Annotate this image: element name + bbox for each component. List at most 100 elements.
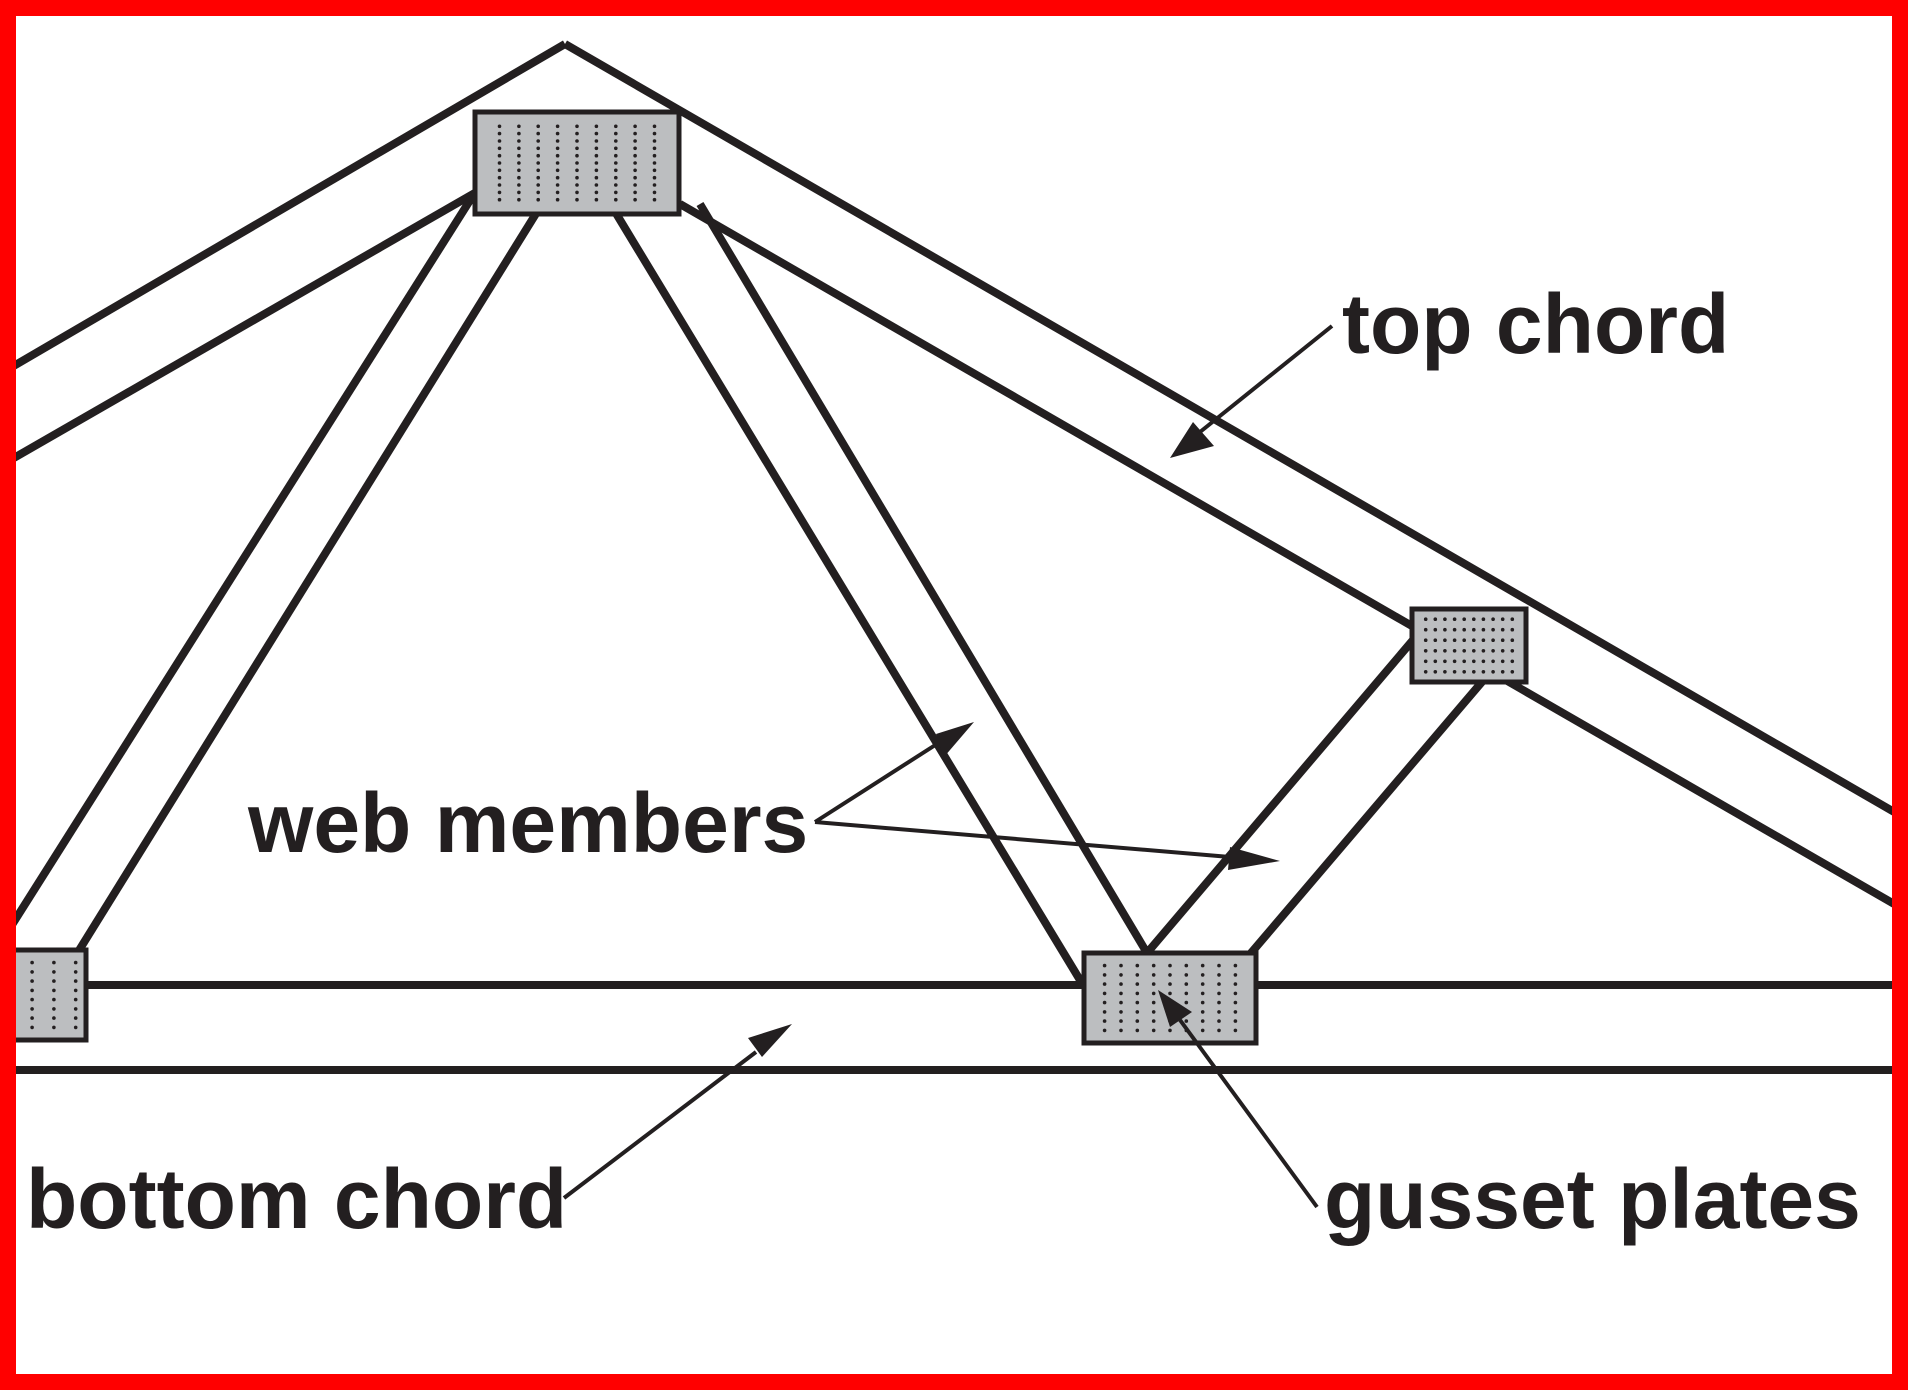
- gusset-pin: [536, 124, 540, 129]
- gusset-pin: [1168, 973, 1172, 977]
- gusset-pin: [1500, 638, 1505, 642]
- gusset-pin: [1462, 627, 1466, 632]
- gusset-plates-leader-line: [1178, 1018, 1319, 1209]
- gusset-pin: [1200, 973, 1205, 977]
- gusset-pin: [536, 190, 540, 195]
- gusset-pin: [1500, 659, 1505, 664]
- gusset-pin: [614, 168, 618, 173]
- gusset-pin: [1217, 1028, 1221, 1033]
- gusset-pin: [555, 153, 560, 158]
- gusset-pin: [575, 124, 579, 129]
- gusset-pin: [594, 153, 599, 158]
- gusset-pin: [1481, 627, 1486, 632]
- gusset-pin: [1233, 1000, 1238, 1005]
- gusset-pin: [1423, 670, 1428, 674]
- gusset-pin: [575, 153, 579, 158]
- gusset-pin: [633, 146, 637, 151]
- gusset-pin: [1151, 973, 1156, 977]
- gusset-pin: [517, 139, 521, 143]
- gusset-pin: [1510, 659, 1515, 664]
- gusset-pin: [633, 183, 637, 187]
- gusset-pin: [1200, 982, 1205, 986]
- gusset-pin: [1102, 982, 1107, 986]
- gusset-pin: [1472, 659, 1476, 664]
- gusset-pin: [633, 124, 637, 129]
- gusset-pin: [497, 183, 502, 187]
- gusset-pin: [52, 997, 56, 1002]
- web-member-line: [74, 209, 541, 955]
- gusset-pin: [555, 168, 560, 173]
- gusset-pin: [652, 131, 657, 136]
- gusset-pin: [614, 175, 618, 180]
- gusset-pin: [1472, 638, 1476, 642]
- gusset-pin: [1423, 638, 1428, 642]
- gusset-pin: [1433, 627, 1438, 632]
- gusset-pin: [1423, 649, 1428, 653]
- gusset-pin: [1135, 991, 1140, 996]
- top-chord-arrowhead: [1170, 422, 1214, 458]
- gusset-pin: [614, 124, 618, 129]
- gusset-pin: [73, 970, 78, 974]
- gusset-pin: [633, 190, 637, 195]
- gusset-pin: [1462, 670, 1466, 674]
- gusset-pin: [73, 997, 78, 1002]
- top-chord-outer-line: [562, 40, 1892, 816]
- gusset-pin: [497, 124, 502, 129]
- gusset-pin: [652, 146, 657, 151]
- gusset-pin: [1500, 617, 1505, 621]
- top-chord: [16, 40, 1892, 908]
- bottom-chord-leader-line: [562, 1050, 758, 1200]
- gusset-pin: [555, 124, 560, 129]
- gusset-pin: [652, 124, 657, 129]
- gusset-pin: [1472, 627, 1476, 632]
- gusset-pin: [633, 139, 637, 143]
- gusset-pin: [1510, 617, 1515, 621]
- gusset-pin: [575, 168, 579, 173]
- gusset-pin: [1443, 649, 1447, 653]
- gusset-pin: [1472, 670, 1476, 674]
- gusset-plates: [16, 109, 1529, 1046]
- web-members-label: web members: [247, 776, 808, 870]
- gusset-pin: [30, 970, 34, 974]
- gusset-pin: [652, 153, 657, 158]
- web-member-line: [1247, 673, 1491, 956]
- gusset-pin: [1119, 1000, 1123, 1005]
- gusset-pin: [1233, 973, 1238, 977]
- gusset-pin: [575, 139, 579, 143]
- gusset-pin: [1433, 617, 1438, 621]
- gusset-pin: [1135, 963, 1140, 968]
- gusset-pin: [555, 131, 560, 136]
- gusset-pin: [1233, 1010, 1238, 1014]
- gusset-pin: [1184, 973, 1189, 977]
- gusset-pin: [1233, 982, 1238, 986]
- gusset-pin: [1510, 627, 1515, 632]
- gusset-pin: [1500, 627, 1505, 632]
- gusset-pin: [1462, 649, 1466, 653]
- gusset-pin: [1184, 982, 1189, 986]
- gusset-pin: [497, 168, 502, 173]
- gusset-pin: [1491, 649, 1495, 653]
- gusset-pin: [575, 197, 579, 202]
- gusset-pin: [1452, 659, 1457, 664]
- gusset-pin: [1119, 973, 1123, 977]
- web-member-line: [1143, 637, 1417, 956]
- gusset-pin: [517, 146, 521, 151]
- gusset-plate-right: [1409, 606, 1529, 685]
- gusset-pin: [1423, 659, 1428, 664]
- bottom-chord-label: bottom chord: [26, 1152, 567, 1246]
- gusset-plate-right-pins: [1423, 617, 1515, 674]
- gusset-pin: [1491, 617, 1495, 621]
- gusset-pin: [517, 168, 521, 173]
- gusset-pin: [1481, 638, 1486, 642]
- gusset-pin: [614, 131, 618, 136]
- gusset-pin: [614, 139, 618, 143]
- gusset-pin: [73, 1007, 78, 1011]
- gusset-pin: [555, 183, 560, 187]
- bottom-chord-arrowhead: [748, 1024, 792, 1057]
- gusset-pin: [594, 190, 599, 195]
- gusset-pin: [594, 131, 599, 136]
- gusset-pin: [1233, 1028, 1238, 1033]
- gusset-pin: [594, 197, 599, 202]
